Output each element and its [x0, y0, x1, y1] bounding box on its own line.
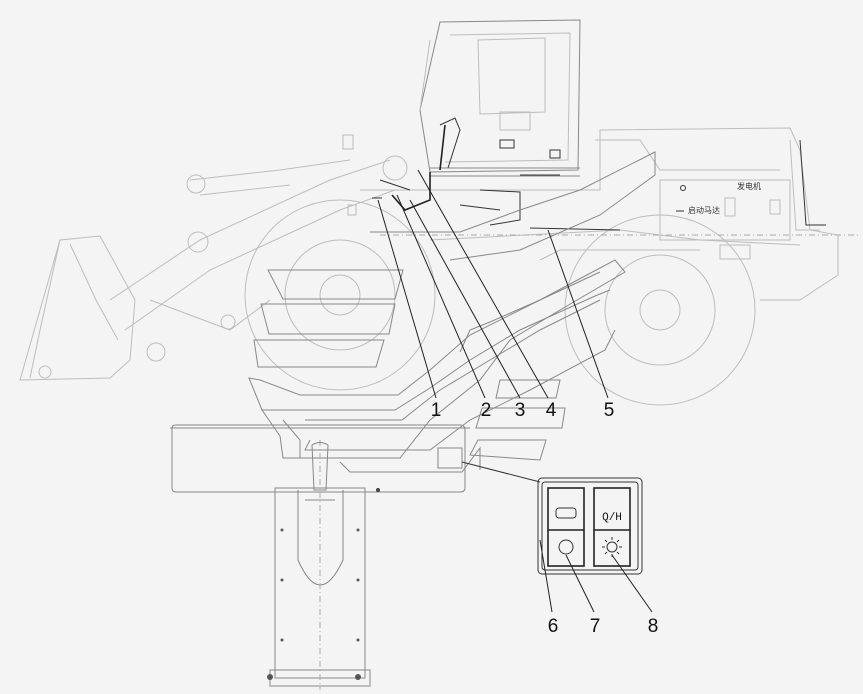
rear-wheel	[564, 214, 756, 406]
callout-8: 8	[648, 616, 659, 637]
starter-label: 启动马达	[688, 205, 720, 215]
leader-lines	[377, 169, 653, 613]
qh-label: Q/H	[602, 512, 622, 524]
light-icon	[602, 537, 622, 557]
steering-column	[267, 440, 371, 690]
cab	[419, 19, 581, 177]
left-switch	[547, 487, 585, 567]
dashboard-box	[170, 424, 470, 493]
alternator-label: 发电机	[737, 181, 761, 191]
callout-3: 3	[515, 400, 526, 421]
boom	[109, 155, 408, 362]
callout-1: 1	[431, 400, 442, 421]
callout-4: 4	[546, 400, 557, 421]
magnified-panels	[248, 151, 656, 473]
chassis	[360, 127, 860, 301]
right-switch: Q/H	[593, 487, 631, 567]
bucket	[19, 235, 136, 381]
wire-harness	[372, 117, 826, 231]
callout-2: 2	[481, 400, 492, 421]
callouts: 1 2 3 4 5 6 7 8	[431, 400, 659, 637]
switch-panel: Q/H	[461, 461, 643, 575]
callout-6: 6	[548, 616, 559, 637]
callout-7: 7	[590, 616, 601, 637]
front-wheel	[244, 199, 436, 391]
loader-outline	[19, 19, 860, 406]
callout-5: 5	[604, 400, 615, 421]
